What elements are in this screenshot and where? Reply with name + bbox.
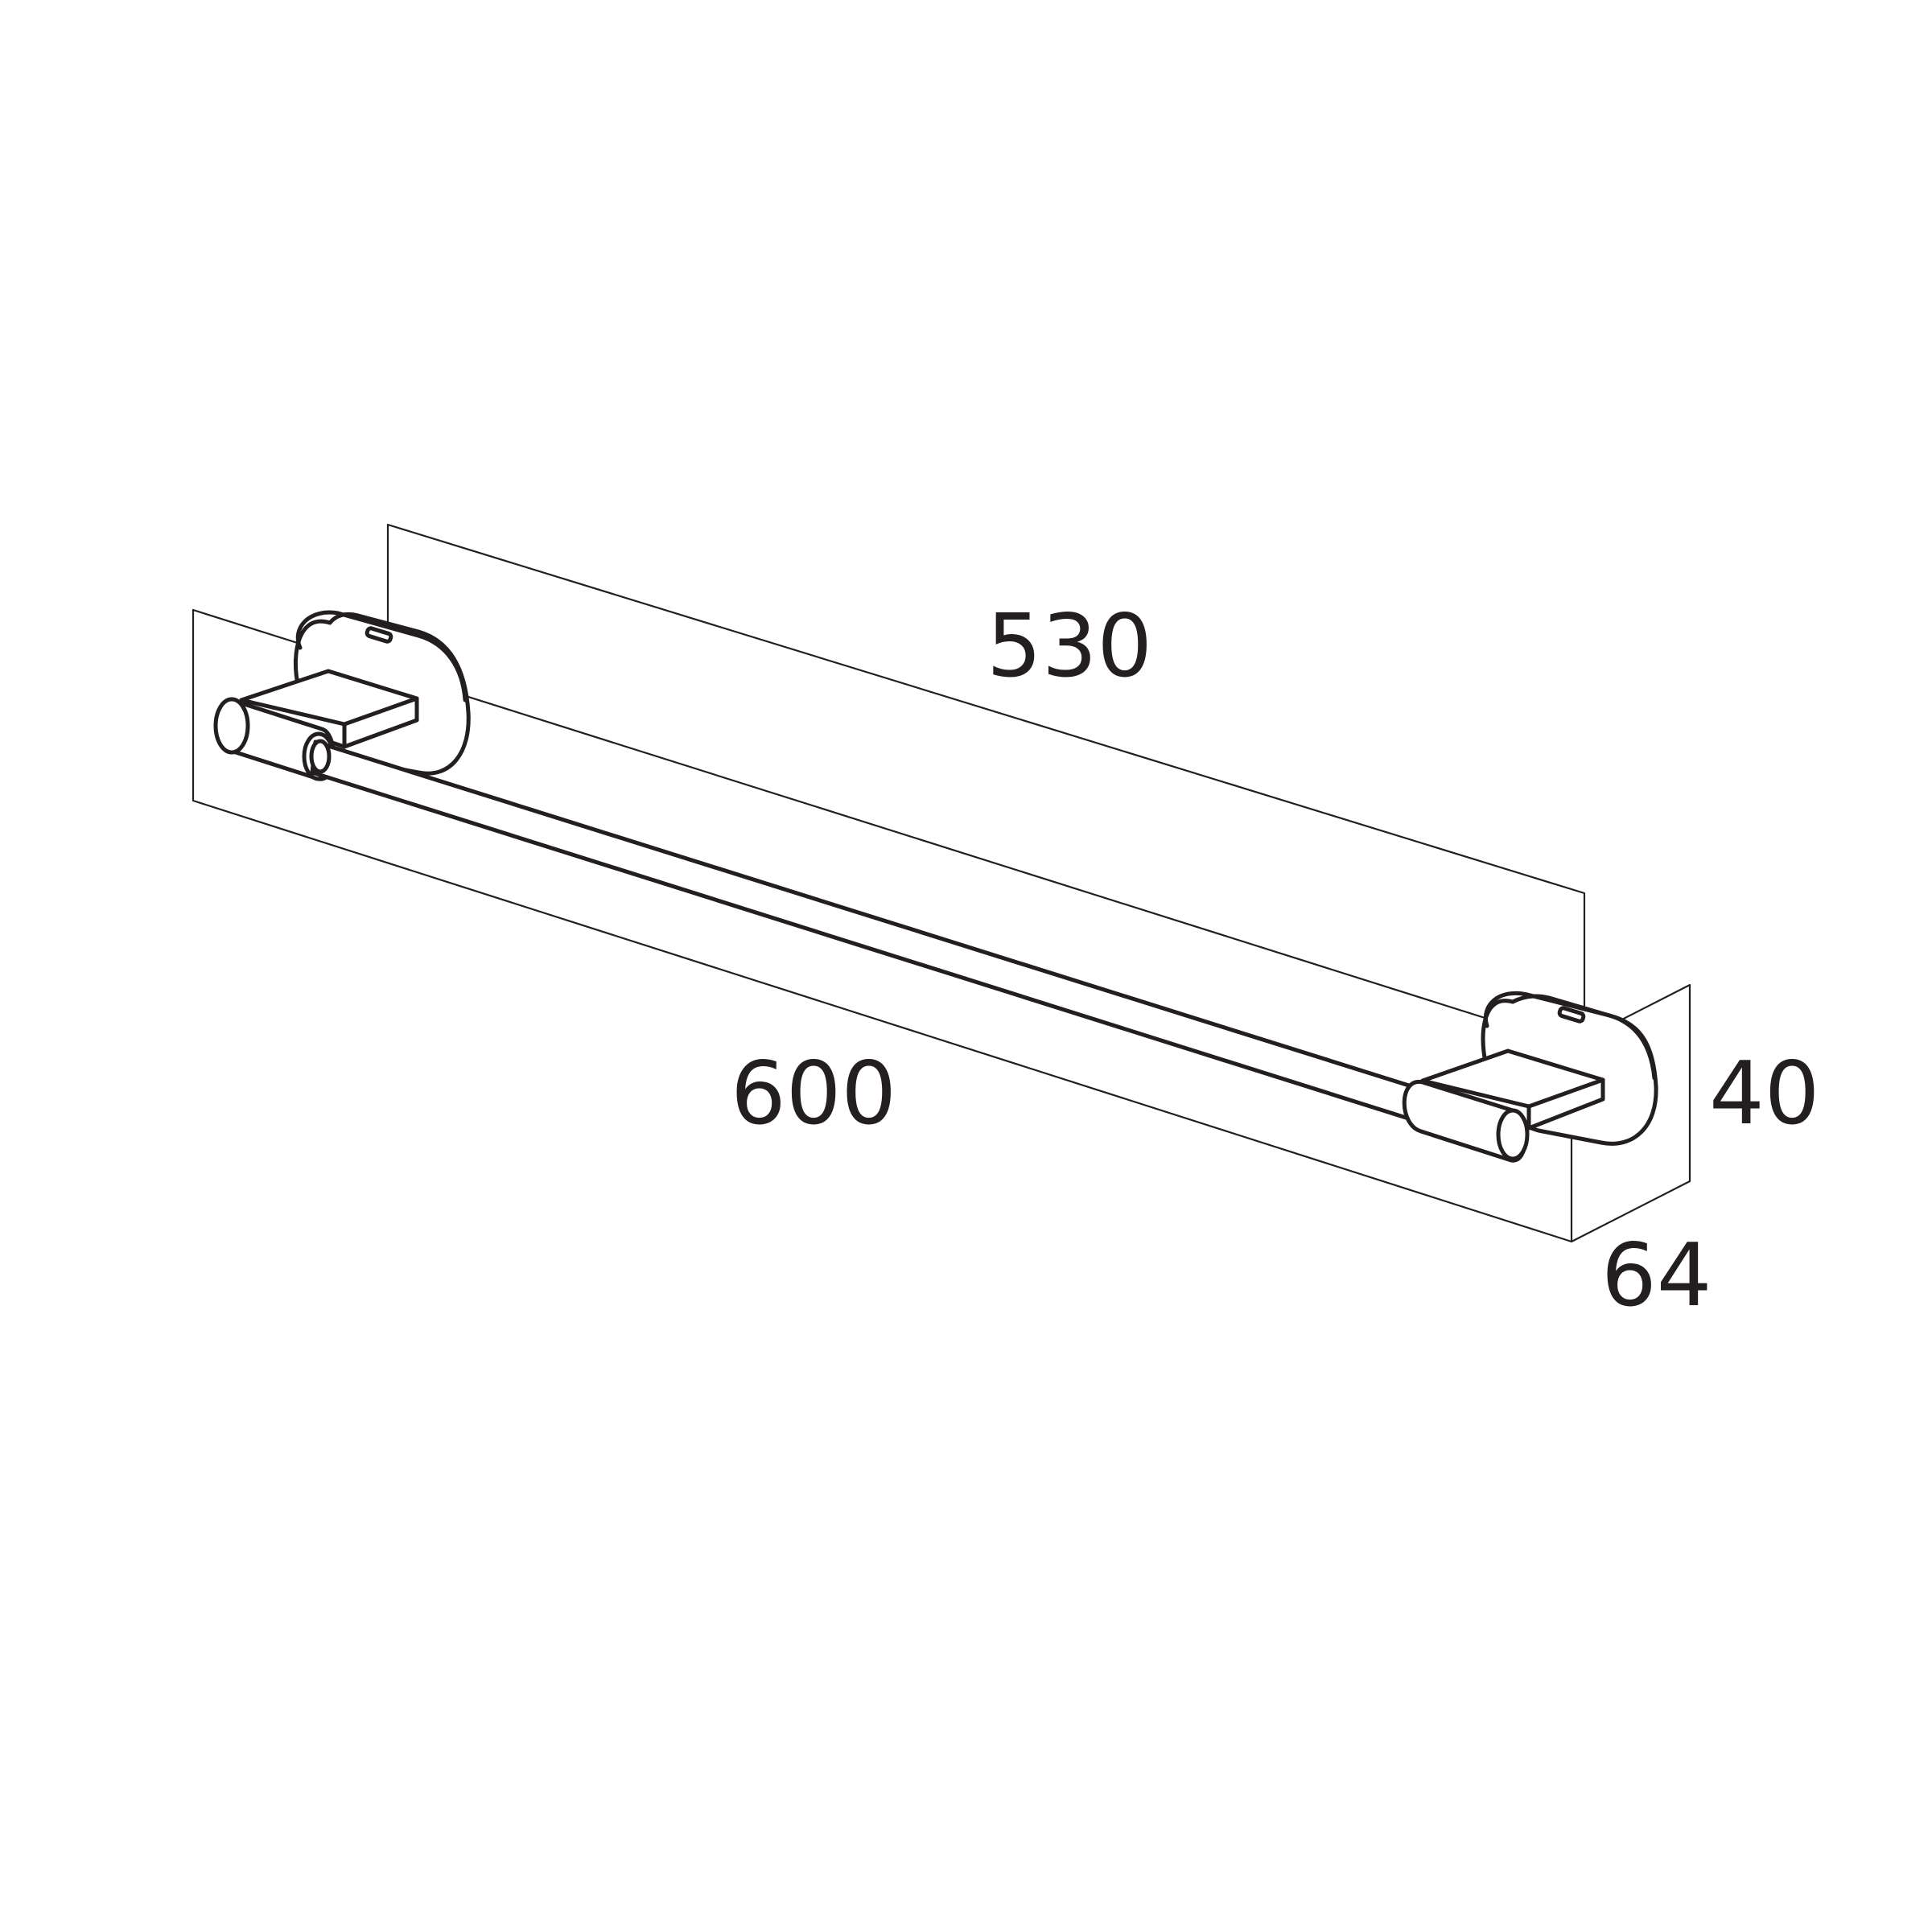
right-screw-slot: [1557, 1006, 1586, 1024]
depth-label: 64: [1601, 1226, 1712, 1326]
overall-length-label: 600: [731, 1044, 896, 1144]
center-distance-label: 530: [987, 596, 1152, 697]
height-label: 40: [1709, 1044, 1819, 1144]
right-wall-mount: [1402, 991, 1658, 1163]
right-rod-collar: [1496, 1108, 1530, 1161]
left-end-cap-face: [213, 697, 250, 755]
center-distance-dimension-line: [386, 523, 1586, 1007]
left-screw-slot: [365, 626, 393, 644]
left-wall-mount: [213, 610, 471, 781]
